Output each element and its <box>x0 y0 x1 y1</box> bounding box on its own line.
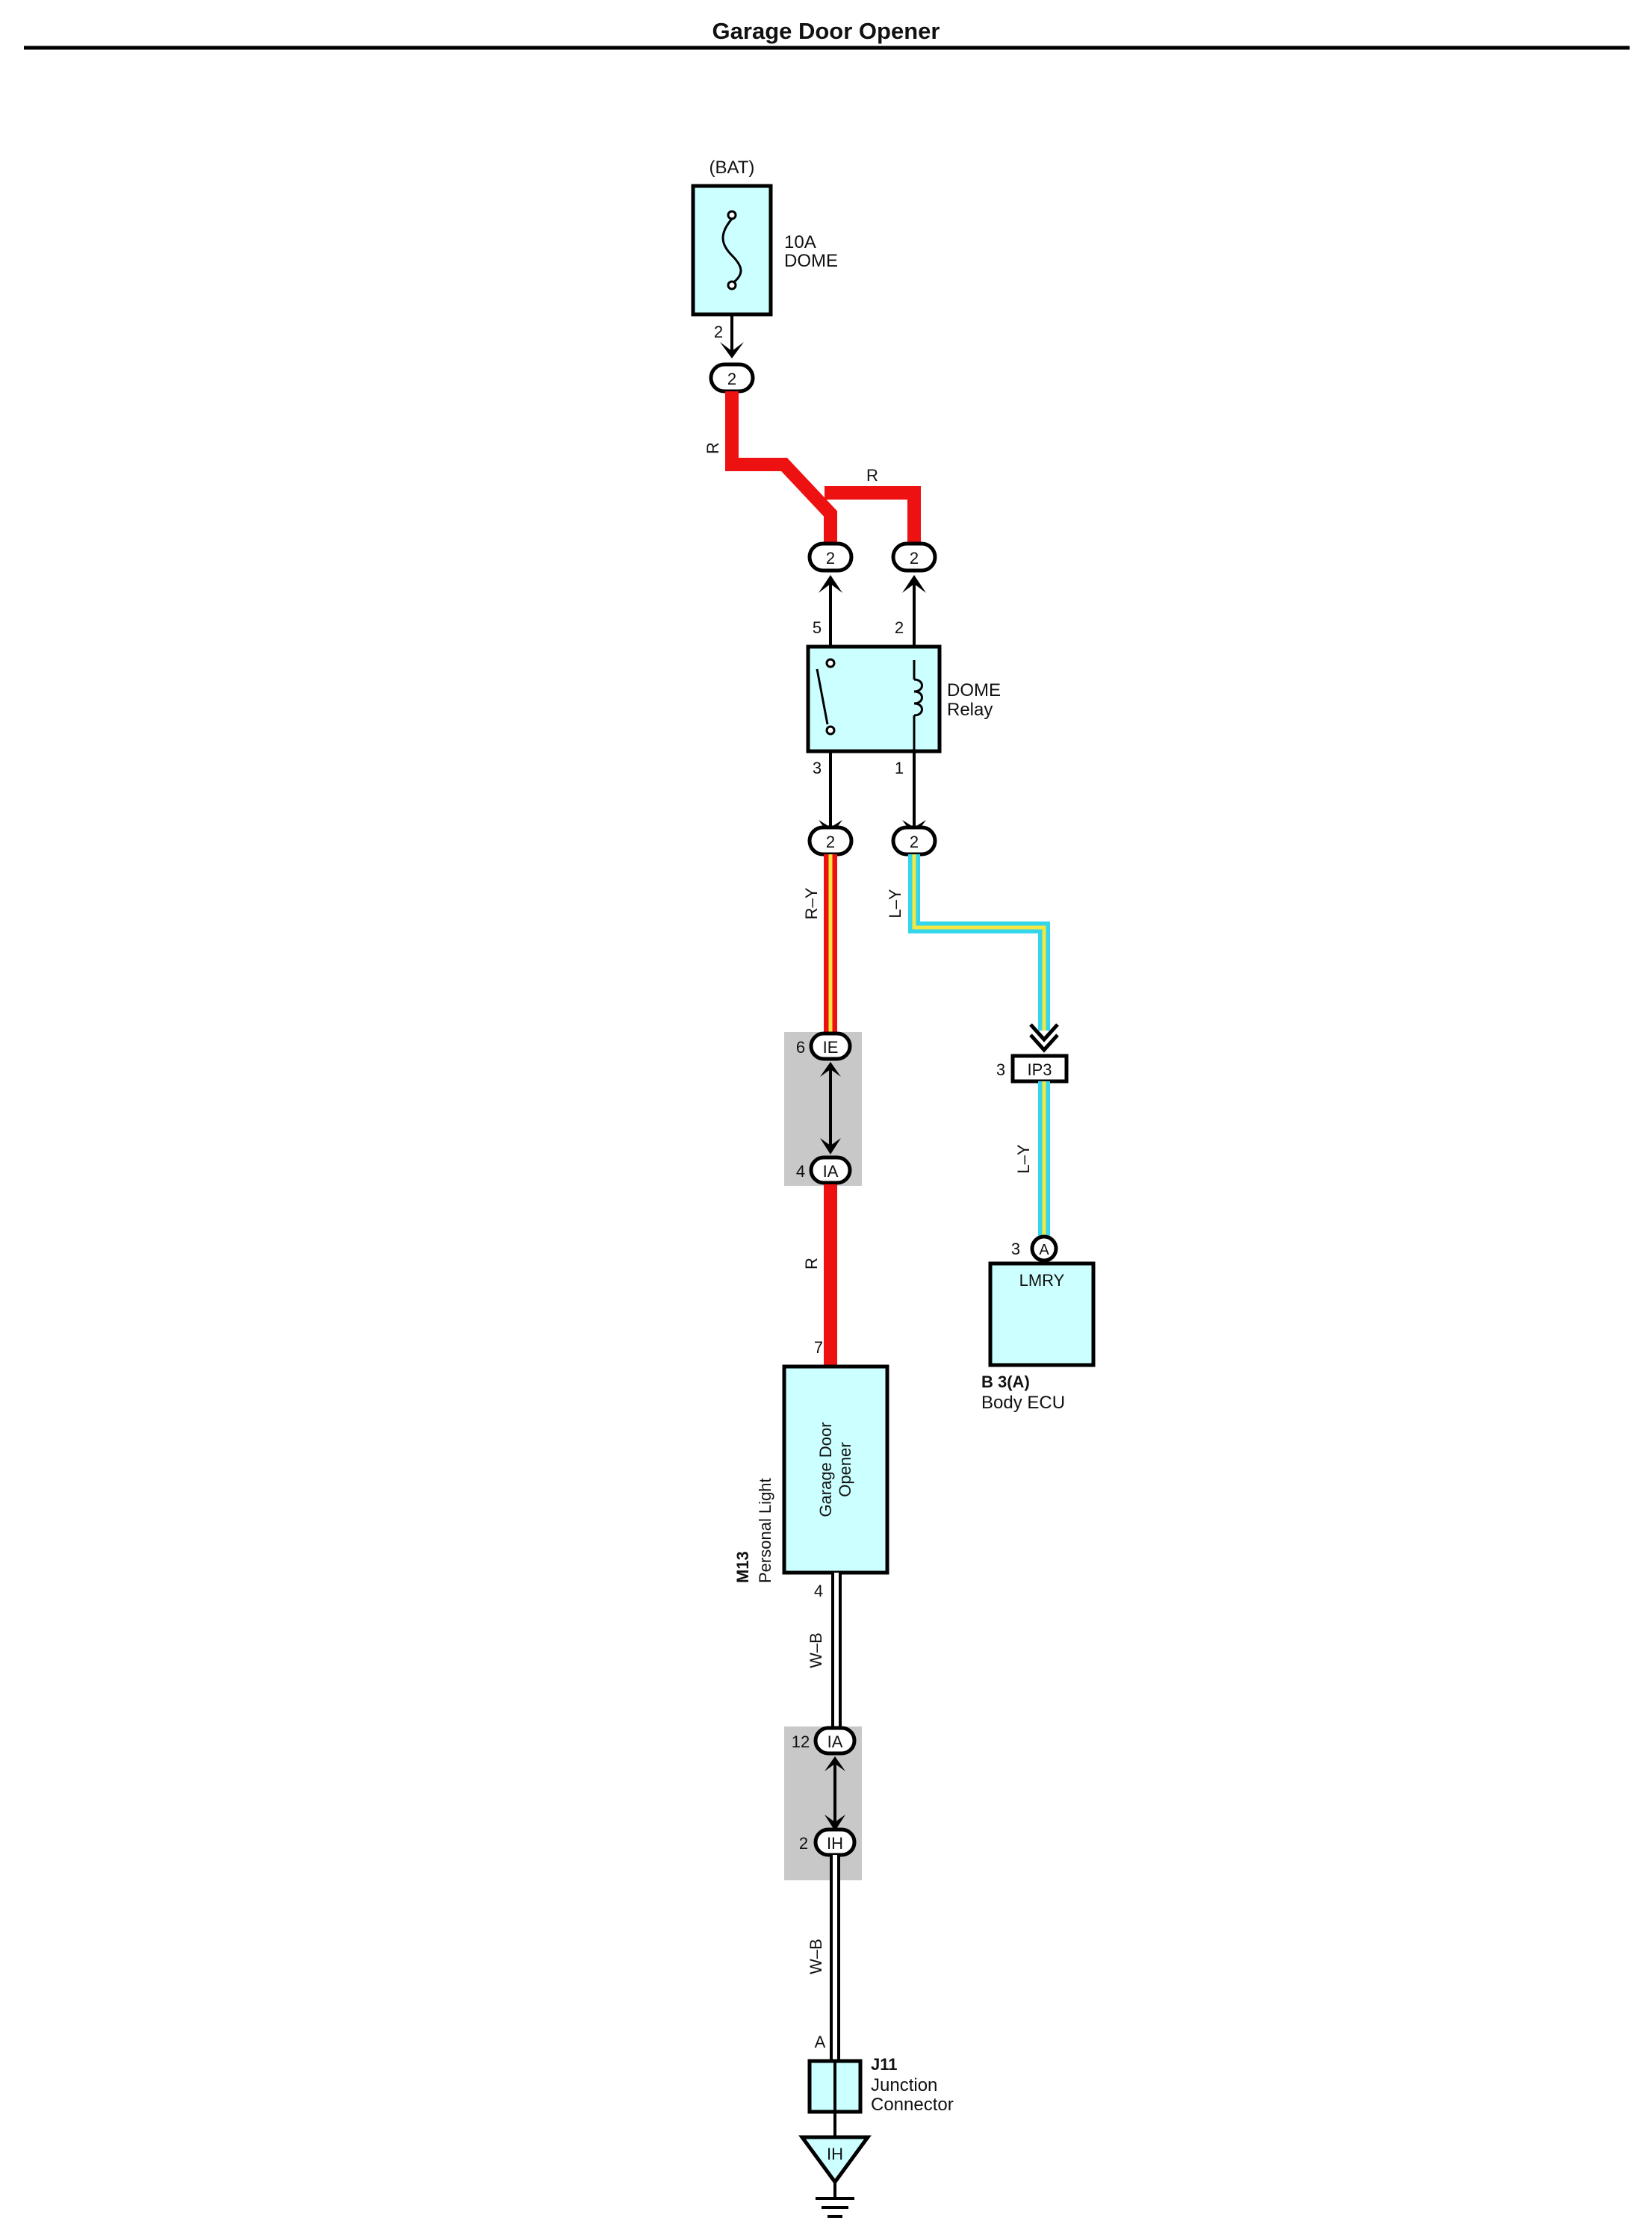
ecu-circuit-label: LMRY <box>1019 1271 1065 1290</box>
junction-ia-2 <box>813 1726 857 1756</box>
junction-ia-1 <box>809 1155 852 1185</box>
fuse-source-label: (BAT) <box>709 158 755 178</box>
fuse-pin: 2 <box>714 323 723 341</box>
wire-r-label-2: R <box>866 466 878 485</box>
ip3-connector <box>1010 1054 1069 1084</box>
junction-ie <box>809 1031 852 1061</box>
fuse-name: DOME <box>784 251 838 271</box>
jc-name-line1: Junction <box>871 2075 937 2095</box>
relay-pin-2: 2 <box>895 618 904 637</box>
connector-1-label: 2 <box>727 370 736 388</box>
wire-r-feed <box>725 391 837 549</box>
fuse-box <box>691 184 773 317</box>
wire-ly <box>908 854 1050 1031</box>
ecu-code: B 3(A) <box>981 1373 1030 1391</box>
fuse-icon <box>721 210 742 290</box>
connector-3-label: 2 <box>910 549 919 568</box>
ecu-connector-label: A <box>1039 1242 1049 1258</box>
relay-switch-icon <box>816 658 836 736</box>
opener-pin-bottom: 4 <box>814 1582 823 1600</box>
page-title: Garage Door Opener <box>712 18 940 44</box>
junction-ih-pin: 2 <box>799 1834 808 1853</box>
jc-pin: A <box>815 2033 826 2051</box>
opener-pin-top: 7 <box>814 1338 823 1357</box>
junction-ih-label: IH <box>827 1834 843 1853</box>
junction-2-arrow-down-icon <box>825 1815 845 1831</box>
ground-label: IH <box>827 2145 843 2163</box>
ip3-pin: 3 <box>996 1060 1005 1079</box>
jc-code: J11 <box>871 2055 898 2074</box>
connector-2 <box>807 541 854 573</box>
connector-5-label: 2 <box>910 833 919 851</box>
relay-name-line1: DOME <box>947 680 1001 700</box>
fuse-rating: 10A <box>784 232 816 252</box>
wire-wb-label-1: W–B <box>807 1632 825 1668</box>
relay-pin-1: 1 <box>895 759 904 777</box>
jc-name-line2: Connector <box>871 2095 954 2115</box>
ground-icon <box>816 2182 854 2218</box>
body-ecu-box <box>988 1261 1096 1367</box>
ecu-name: Body ECU <box>981 1393 1065 1413</box>
fuse-arrow-icon <box>720 342 744 358</box>
wire-r-label-1: R <box>704 442 722 454</box>
ecu-pin: 3 <box>1011 1240 1020 1258</box>
junction-1-arrow-down-icon <box>820 1138 841 1154</box>
junction-ie-label: IE <box>823 1038 839 1057</box>
wire-ly-label-1: L–Y <box>886 889 904 918</box>
relay-coil-icon <box>913 660 923 751</box>
ecu-connector <box>1030 1234 1058 1263</box>
connector-3 <box>891 541 937 573</box>
wire-wb-label-2: W–B <box>807 1939 825 1974</box>
ip3-arrow-icon <box>1029 1023 1059 1053</box>
relay-pin-3: 3 <box>813 759 822 777</box>
opener-code: M13 <box>733 1551 752 1583</box>
connector-4-label: 2 <box>826 833 835 851</box>
ground-connector <box>798 2135 872 2186</box>
wire-r-label-3: R <box>802 1258 821 1269</box>
ip3-label: IP3 <box>1027 1060 1052 1079</box>
garage-door-opener-box <box>782 1364 889 1575</box>
junction-ia-1-pin: 4 <box>796 1162 805 1181</box>
junction-ia-2-pin: 12 <box>792 1732 810 1751</box>
wire-ly-stripe <box>912 854 1046 1031</box>
junction-ie-pin: 6 <box>796 1038 805 1057</box>
relay-name-line2: Relay <box>947 700 993 720</box>
opener-label-line1: Garage Door <box>816 1422 835 1517</box>
wire-ry-label: R–Y <box>802 887 821 919</box>
wire-r-branch <box>825 486 921 549</box>
junction-ia-2-label: IA <box>827 1732 843 1751</box>
connector-2-label: 2 <box>826 549 835 568</box>
junction-ia-1-label: IA <box>823 1162 839 1181</box>
opener-location: Personal Light <box>756 1478 774 1583</box>
relay-pin-5: 5 <box>813 618 822 637</box>
opener-label-line2: Opener <box>836 1442 854 1496</box>
wire-ly-label-2: L–Y <box>1014 1144 1033 1173</box>
